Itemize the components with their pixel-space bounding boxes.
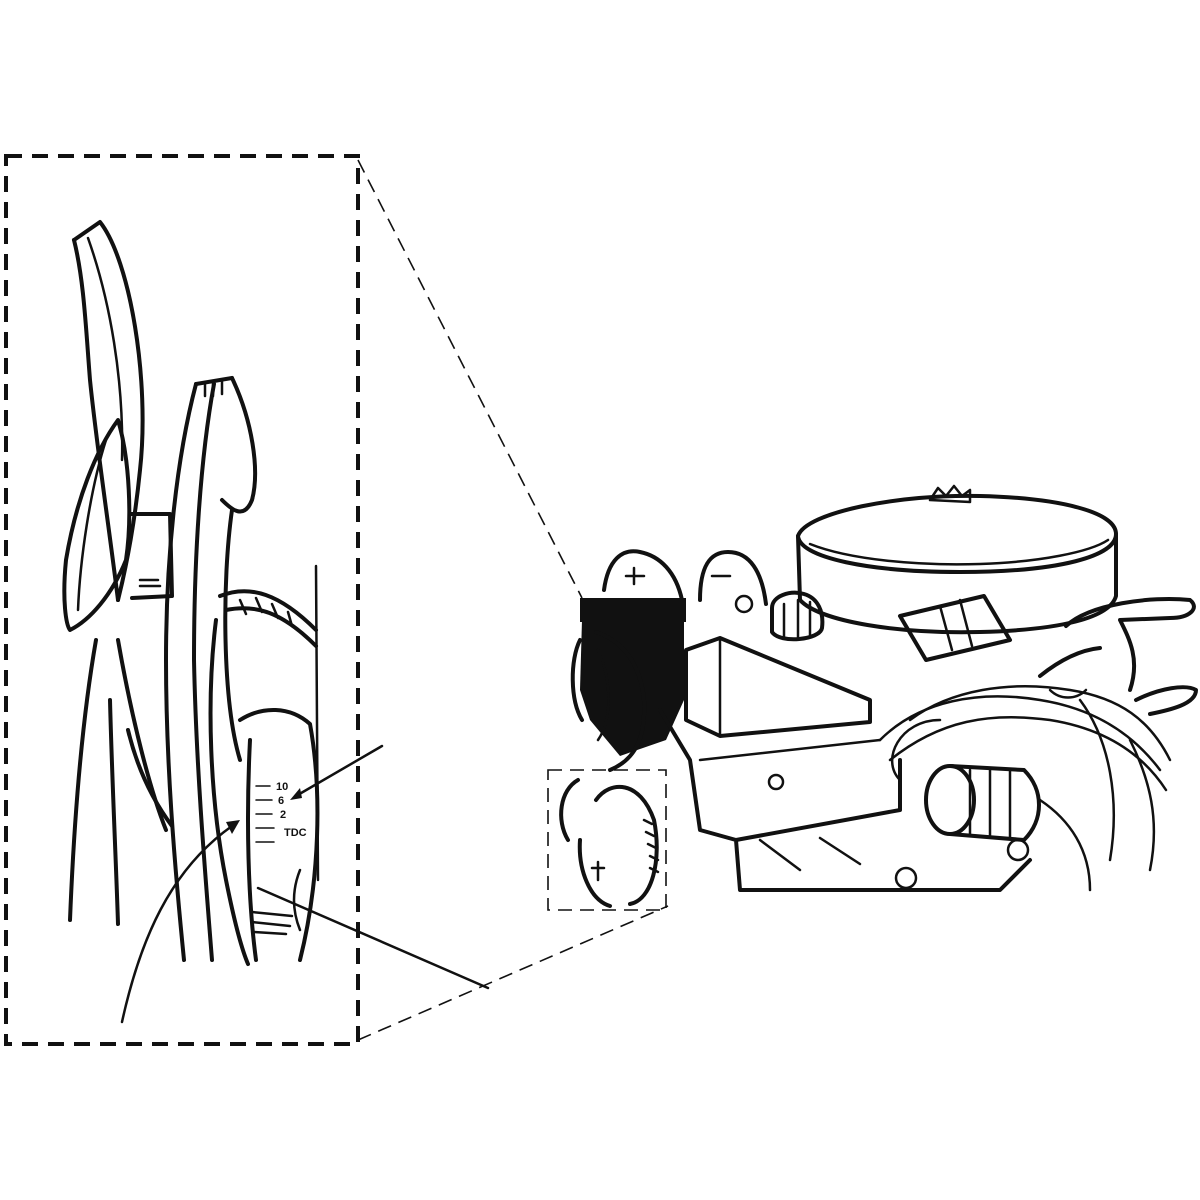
fan-blade-left — [62, 418, 132, 632]
timing-pointer-line — [290, 744, 384, 800]
timing-mark-tdc: TDC — [284, 827, 307, 839]
engine-block — [658, 708, 1032, 892]
air-cleaner — [796, 484, 1118, 635]
mechanic-hand-lower — [1048, 685, 1198, 716]
timing-light-tool — [898, 594, 1012, 662]
pulley-detail-marker — [547, 769, 667, 911]
timing-scale: 10 6 2 TDC — [255, 781, 307, 843]
oil-filler-cap — [770, 590, 825, 642]
zoom-connector-lines — [357, 159, 669, 1041]
fan-hub — [128, 512, 174, 600]
harmonic-balancer-pulley — [208, 508, 320, 966]
battery-post-right — [698, 550, 768, 614]
timing-tab-edge — [314, 564, 320, 882]
engine-illustration — [547, 484, 1198, 911]
timing-mark-6: 6 — [278, 795, 284, 807]
upper-hose — [218, 589, 318, 648]
timing-mark-2: 2 — [280, 809, 286, 821]
wiring-harness — [878, 685, 1172, 892]
fan-blade-lower — [68, 638, 174, 926]
mechanic-hand-upper — [1038, 597, 1196, 692]
battery-post-left — [580, 549, 686, 622]
notch-pointer-arrow — [120, 820, 240, 1024]
fan-shroud-left — [570, 620, 684, 772]
lower-leader-line — [250, 886, 490, 990]
alternator — [924, 764, 1041, 842]
timing-mark-10: 10 — [276, 781, 288, 793]
valve-cover — [684, 636, 872, 738]
inset-frame — [4, 154, 360, 1046]
engine-balancer — [559, 778, 660, 908]
